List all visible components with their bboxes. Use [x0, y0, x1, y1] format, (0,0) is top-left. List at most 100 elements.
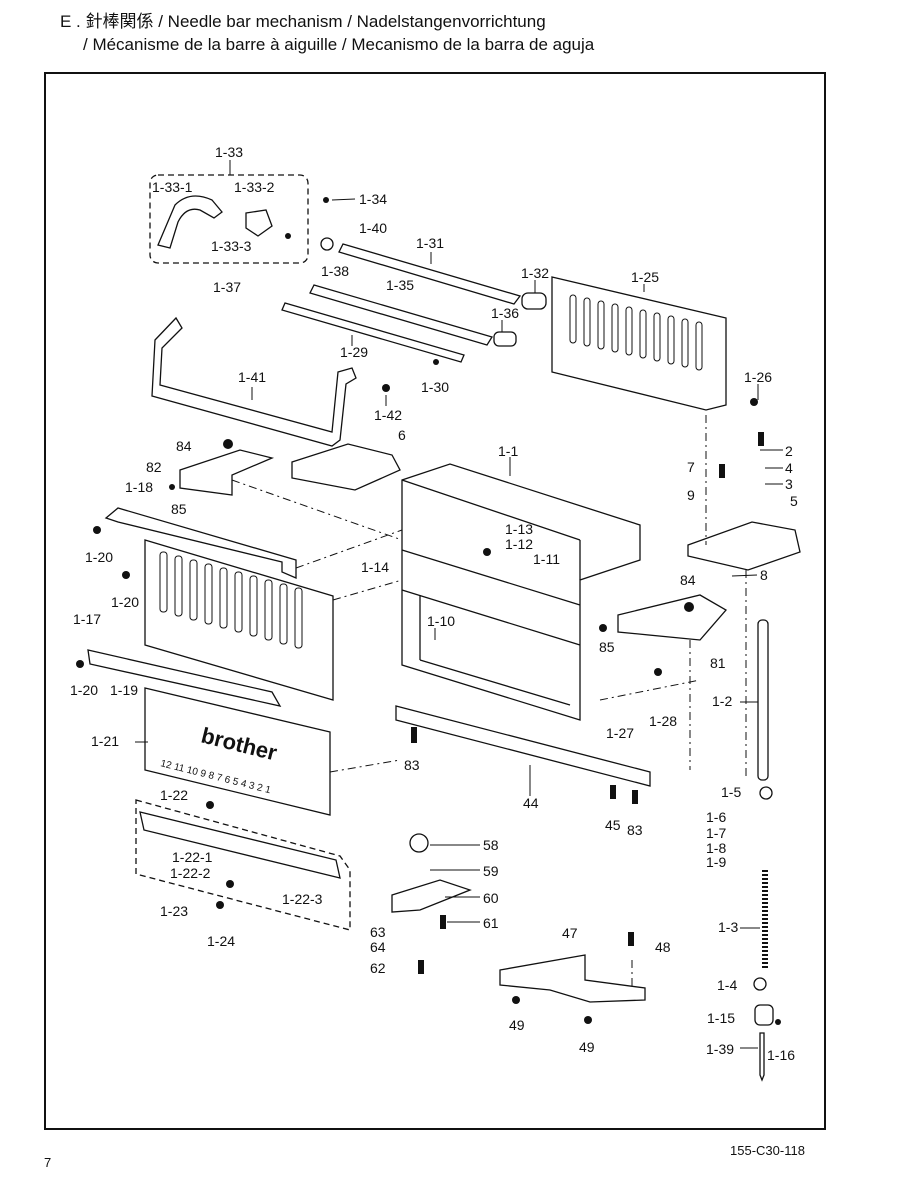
part-label-1-14: 1-14 [361, 559, 389, 575]
part-label-5: 5 [790, 493, 798, 509]
part-60-bracket [391, 879, 472, 913]
part-1-18-comb [104, 507, 297, 579]
part-1-15-collar [754, 1004, 774, 1026]
part-1-21-plate [144, 687, 331, 816]
part-label-1-32: 1-32 [521, 265, 549, 281]
part-label-1-35: 1-35 [386, 277, 414, 293]
part-label-2: 2 [785, 443, 793, 459]
part-label-1-25: 1-25 [631, 269, 659, 285]
part-label-1-30: 1-30 [421, 379, 449, 395]
part-1-33-1-lever [157, 195, 223, 249]
part-label-1-37: 1-37 [213, 279, 241, 295]
page-number: 7 [44, 1155, 52, 1170]
document-code: 155-C30-118 [730, 1143, 805, 1158]
part-label-3: 3 [785, 476, 793, 492]
part-label-63: 63 [370, 924, 386, 940]
part-58-bearing [409, 833, 429, 853]
part-label-1-23: 1-23 [160, 903, 188, 919]
part-label-1-18: 1-18 [125, 479, 153, 495]
part-label-8: 8 [760, 567, 768, 583]
part-label-1-20c: 1-20 [70, 682, 98, 698]
part-label-1-20b: 1-20 [111, 594, 139, 610]
part-label-1-19: 1-19 [110, 682, 138, 698]
part-label-1-10: 1-10 [427, 613, 455, 629]
part-label-85a: 85 [171, 501, 187, 517]
part-label-1-11: 1-11 [533, 551, 560, 567]
page-title: E . 針棒関係 / Needle bar mechanism / Nadels… [60, 12, 546, 31]
part-label-7: 7 [687, 459, 695, 475]
part-1-29-rod [281, 302, 465, 363]
part-1-32-bushing [521, 292, 547, 310]
part-label-1-34: 1-34 [359, 191, 387, 207]
part-label-9: 9 [687, 487, 695, 503]
part-82-bracket [179, 449, 275, 496]
part-label-47: 47 [562, 925, 578, 941]
part-1-4-washer [753, 977, 767, 991]
part-label-45: 45 [605, 817, 621, 833]
diagram-frame [44, 72, 826, 1130]
part-label-44: 44 [523, 795, 539, 811]
part-label-1-15: 1-15 [707, 1010, 735, 1026]
part-1-19-bar [87, 649, 282, 707]
part-label-49b: 49 [579, 1039, 595, 1055]
part-label-83b: 83 [627, 822, 643, 838]
part-1-35-rod [309, 284, 494, 346]
part-81-bracket [617, 594, 728, 641]
part-label-1-33-2: 1-33-2 [234, 179, 275, 195]
part-label-1-22: 1-22 [160, 787, 188, 803]
part-label-1-7: 1-7 [706, 825, 726, 841]
part-1-41-bracket [151, 316, 357, 447]
part-6-block [291, 443, 401, 491]
part-label-1-16: 1-16 [767, 1047, 795, 1063]
part-label-1-33-3: 1-33-3 [211, 238, 252, 254]
part-1-40-washer [320, 237, 334, 251]
part-label-1-6: 1-6 [706, 809, 726, 825]
part-label-1-26: 1-26 [744, 369, 772, 385]
part-label-1-41: 1-41 [238, 369, 266, 385]
part-label-84a: 84 [176, 438, 192, 454]
part-1-33-group-box [149, 174, 309, 264]
part-label-1-13: 1-13 [505, 521, 533, 537]
part-label-81: 81 [710, 655, 726, 671]
part-label-1-5: 1-5 [721, 784, 741, 800]
part-1-25-cover [551, 276, 727, 411]
part-label-1-1: 1-1 [498, 443, 518, 459]
part-label-58: 58 [483, 837, 499, 853]
part-label-1-27: 1-27 [606, 725, 634, 741]
part-label-1-40: 1-40 [359, 220, 387, 236]
part-label-1-9: 1-9 [706, 854, 726, 870]
part-label-64: 64 [370, 939, 386, 955]
part-label-62: 62 [370, 960, 386, 976]
part-label-1-3: 1-3 [718, 919, 738, 935]
part-label-83a: 83 [404, 757, 420, 773]
part-label-1-22-3: 1-22-3 [282, 891, 323, 907]
part-label-84b: 84 [680, 572, 696, 588]
part-1-5-washer [759, 786, 773, 800]
brand-logo-text: brother [199, 723, 280, 766]
part-1-31-rod [338, 243, 522, 305]
part-47-plate [499, 954, 646, 1003]
part-label-1-4: 1-4 [717, 977, 737, 993]
part-label-1-36: 1-36 [491, 305, 519, 321]
part-1-22-group-box [135, 799, 351, 931]
part-label-48: 48 [655, 939, 671, 955]
part-1-33-2-bracket [245, 209, 273, 237]
part-label-1-21: 1-21 [91, 733, 119, 749]
part-label-1-24: 1-24 [207, 933, 235, 949]
part-label-1-33-1: 1-33-1 [152, 179, 193, 195]
part-label-1-29: 1-29 [340, 344, 368, 360]
part-label-1-31: 1-31 [416, 235, 444, 251]
part-label-1-2: 1-2 [712, 693, 732, 709]
part-label-59: 59 [483, 863, 499, 879]
part-label-1-28: 1-28 [649, 713, 677, 729]
part-label-60: 60 [483, 890, 499, 906]
page-subtitle: / Mécanisme de la barre à aiguille / Mec… [83, 35, 595, 54]
part-1-39-needle [759, 1032, 765, 1082]
part-label-1-8: 1-8 [706, 840, 726, 856]
part-label-61: 61 [483, 915, 499, 931]
part-5-bracket [687, 521, 801, 571]
part-label-1-38: 1-38 [321, 263, 349, 279]
part-1-2-shaft [757, 619, 769, 781]
part-label-6: 6 [398, 427, 406, 443]
